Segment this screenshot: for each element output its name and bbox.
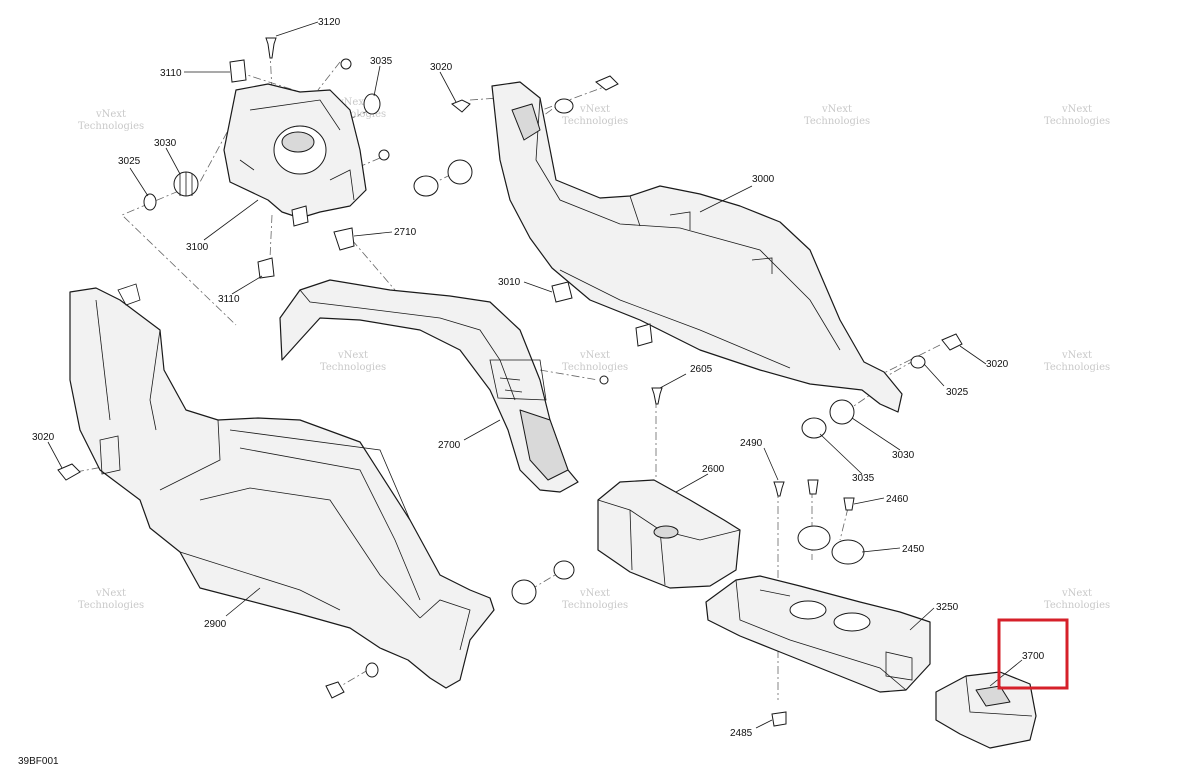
svg-text:vNext: vNext [1061,104,1092,115]
callout-3020-top: 3020 [430,62,453,73]
callout-2700: 2700 [438,440,461,451]
callout-2600: 2600 [702,464,725,475]
svg-text:vNext: vNext [579,350,610,361]
svg-text:vNext: vNext [1061,350,1092,361]
highlight-box [997,618,1069,690]
part-3700-cap [935,671,1037,749]
svg-text:vNext: vNext [579,104,610,115]
svg-text:Technologies: Technologies [78,121,144,132]
svg-text:Technologies: Technologies [804,116,870,127]
callout-3110-top: 3110 [160,68,182,79]
callout-3025-right: 3025 [946,387,969,398]
callout-2460: 2460 [886,494,909,505]
callout-3020-left: 3020 [32,432,55,443]
callout-2900: 2900 [204,619,227,630]
svg-text:Technologies: Technologies [1044,116,1110,127]
part-2600-block [597,479,741,589]
svg-text:vNext: vNext [95,588,126,599]
drawing-code: 39BF001 [18,756,59,767]
part-3100-bracket [223,83,367,219]
callout-3700: 3700 [1022,651,1045,662]
svg-text:Technologies: Technologies [562,362,628,373]
part-3250-console [705,575,931,693]
callout-3010: 3010 [498,277,521,288]
callout-3025-left: 3025 [118,156,141,167]
svg-text:Technologies: Technologies [562,600,628,611]
svg-text:Technologies: Technologies [1044,362,1110,373]
callout-2450: 2450 [902,544,925,555]
svg-text:vNext: vNext [579,588,610,599]
part-2900-side-panel [69,283,495,689]
svg-text:Technologies: Technologies [320,362,386,373]
callout-2710: 2710 [394,227,417,238]
callout-3020-right: 3020 [986,359,1009,370]
svg-text:Technologies: Technologies [1044,600,1110,611]
callout-2490: 2490 [740,438,763,449]
callout-3000: 3000 [752,174,775,185]
callout-3100: 3100 [186,242,209,253]
svg-text:vNext: vNext [1061,588,1092,599]
callout-2605: 2605 [690,364,713,375]
svg-text:vNext: vNext [337,350,368,361]
callout-3120: 3120 [318,17,341,28]
leader-lines [47,21,1023,729]
callout-3035-right: 3035 [852,473,875,484]
callout-3030-left: 3030 [154,138,177,149]
callout-3250: 3250 [936,602,959,613]
callout-3030-right: 3030 [892,450,915,461]
svg-text:vNext: vNext [95,109,126,120]
callout-2485: 2485 [730,728,753,739]
callout-labels: 3120 3110 3035 3020 3030 3025 3100 3110 … [32,17,1045,739]
svg-text:Technologies: Technologies [562,116,628,127]
svg-text:vNext: vNext [821,104,852,115]
svg-text:Technologies: Technologies [78,600,144,611]
hardware [57,37,963,727]
part-2700-arch [279,279,579,493]
svg-text:Technologies: Technologies [320,109,386,120]
callout-3035-top: 3035 [370,56,393,67]
svg-text:vNext: vNext [337,97,368,108]
part-3000-bracket [491,81,903,413]
callout-3110-lower: 3110 [218,294,240,305]
